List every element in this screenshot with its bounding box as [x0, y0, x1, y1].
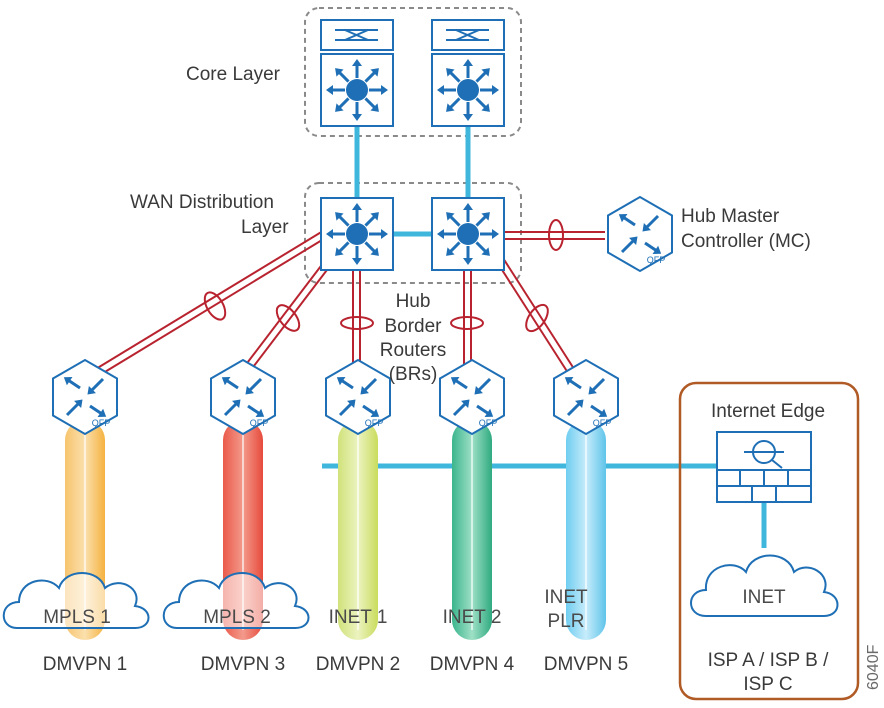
isp-label-2: ISP C: [743, 674, 792, 695]
core-to-distribution-links: [354, 123, 471, 237]
branch-router-3-qfp-label: QFP: [365, 418, 384, 428]
dmvpn-label: DMVPN 1: [43, 654, 127, 675]
wan-distribution-label: WAN Distribution: [130, 192, 274, 213]
dmvpn-label: DMVPN 3: [201, 654, 285, 675]
hub-br-label-4: (BRs): [389, 364, 438, 385]
hub-br-label-3: Routers: [380, 340, 447, 361]
branch-router-2-qfp-label: QFP: [250, 418, 269, 428]
internet-edge-label: Internet Edge: [711, 401, 825, 422]
firewall-icon: [716, 431, 812, 503]
inet-dmz-link: [322, 463, 767, 548]
dmvpn-label: DMVPN 5: [544, 654, 628, 675]
hub-mc-label: Hub Master: [681, 206, 780, 227]
dmvpn-label: DMVPN 4: [430, 654, 515, 675]
mpls1-cloud: [2, 572, 150, 629]
transport-cloud-label: MPLS 1: [43, 607, 111, 628]
dmvpn-label: DMVPN 2: [316, 654, 400, 675]
isp-label-1: ISP A / ISP B /: [708, 650, 829, 671]
branch-router-1: QFP: [52, 358, 118, 436]
mpls2-cloud: [162, 572, 310, 629]
branch-router-5: QFP: [553, 358, 619, 436]
hub-br-label-1: Hub: [396, 291, 431, 312]
core-layer-label: Core Layer: [186, 64, 281, 85]
internet-edge-box: [678, 381, 860, 701]
dist-switch-left-icon: [326, 203, 388, 265]
transport-cloud-label-2: PLR: [548, 611, 585, 632]
branch-router-1-qfp-label: QFP: [92, 418, 111, 428]
transport-cloud-label: INET: [544, 587, 588, 608]
inet-cloud: [690, 554, 839, 617]
inet-cloud-label: INET: [742, 587, 786, 608]
core-switch-right-icon: [437, 59, 499, 121]
core-switch-left-icon: [326, 59, 388, 121]
branch-router-2: QFP: [210, 358, 276, 436]
transport-cloud-label: INET 2: [443, 607, 502, 628]
figure-id: 6040F: [865, 644, 882, 690]
hub-mc-label-2: Controller (MC): [681, 231, 811, 252]
transport-cloud-label: INET 1: [329, 607, 388, 628]
branch-router-4-qfp-label: QFP: [479, 418, 498, 428]
link-bundle-ellipses: [203, 219, 564, 333]
hub-mc-router-qfp-label: QFP: [647, 255, 666, 265]
branch-router-4: QFP: [439, 358, 505, 436]
core-layer-group: [304, 7, 522, 137]
branch-router-3: QFP: [325, 358, 391, 436]
wan-distribution-label-2: Layer: [241, 217, 289, 238]
branch-router-5-qfp-label: QFP: [593, 418, 612, 428]
hub-mc-router: QFP: [607, 195, 673, 273]
dist-switch-right-icon: [437, 203, 499, 265]
transport-cloud-label: MPLS 2: [203, 607, 271, 628]
hub-br-label-2: Border: [384, 316, 442, 337]
